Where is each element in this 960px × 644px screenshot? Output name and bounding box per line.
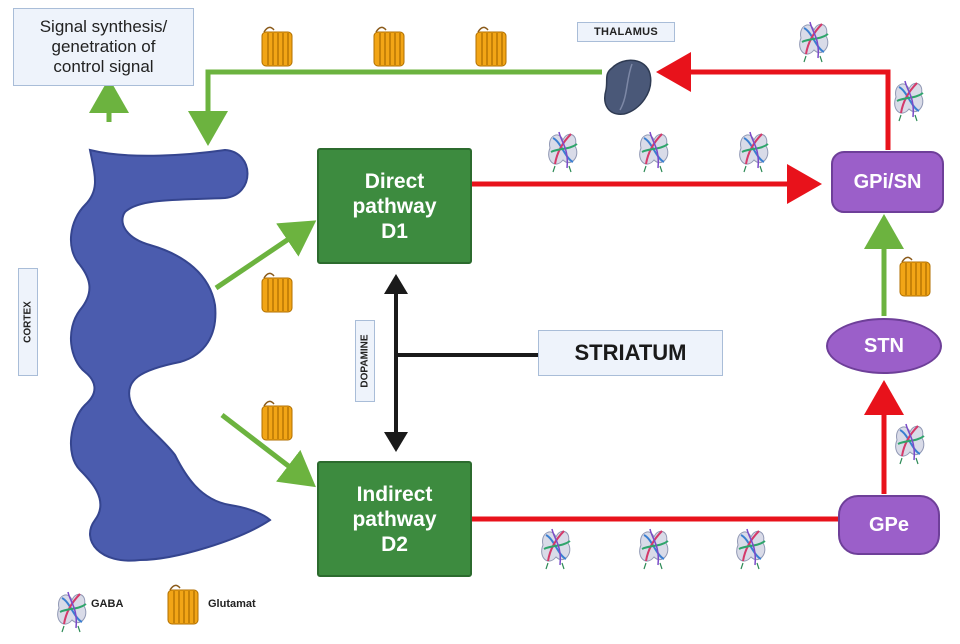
thalamus-shape	[604, 59, 652, 115]
signal-synthesis-label: Signal synthesis/ genetration of control…	[13, 8, 194, 86]
arrow-thalamus-to-cortex	[188, 69, 602, 146]
arrow-cortex-to-indirect	[220, 413, 316, 488]
cortex-label-text: CORTEX	[22, 301, 34, 343]
direct-pathway-box: Direct pathway D1	[317, 148, 472, 264]
indirect-pathway-line2: pathway	[352, 507, 437, 531]
legend-glutamat-label: Glutamat	[208, 598, 256, 610]
thalamus-label: THALAMUS	[577, 22, 675, 42]
indirect-pathway-line1: Indirect	[356, 482, 433, 506]
glutamate-receptor-icon	[373, 26, 405, 67]
gaba-receptor-icon	[798, 21, 829, 63]
gpe-node: GPe	[838, 495, 940, 555]
glutamate-receptor-icon	[261, 400, 293, 441]
gaba-receptor-icon	[894, 423, 925, 465]
stn-node: STN	[826, 318, 942, 374]
gaba-receptor-icon	[738, 131, 769, 173]
glutamate-receptor-icon	[475, 26, 507, 67]
striatum-label: STRIATUM	[538, 330, 723, 376]
dopamine-label-text: DOPAMINE	[359, 334, 371, 388]
direct-pathway-line3: D1	[381, 219, 408, 243]
gaba-receptor-icon	[893, 80, 924, 122]
legend-gaba-label: GABA	[91, 598, 124, 610]
cortex-label: CORTEX	[18, 268, 38, 376]
gaba-receptor-icon	[735, 528, 766, 570]
gaba-receptor-icon	[547, 131, 578, 173]
direct-pathway-line1: Direct	[364, 169, 425, 193]
gaba-receptor-icon	[638, 528, 669, 570]
gaba-receptor-legend-icon	[56, 591, 87, 633]
dopamine-label: DOPAMINE	[355, 320, 375, 402]
glutamate-receptor-icon	[261, 272, 293, 313]
glutamate-receptor-legend-icon	[167, 584, 199, 625]
arrow-gpi-to-thalamus	[656, 52, 891, 150]
direct-pathway-line2: pathway	[352, 194, 437, 218]
gaba-receptor-icon	[638, 131, 669, 173]
indirect-pathway-box: Indirect pathway D2	[317, 461, 472, 577]
gpi-sn-node: GPi/SN	[831, 151, 944, 213]
glutamate-receptor-icon	[899, 256, 931, 297]
gaba-receptor-icon	[540, 528, 571, 570]
indirect-pathway-line3: D2	[381, 532, 408, 556]
cortex-shape	[69, 148, 272, 562]
glutamate-receptor-icon	[261, 26, 293, 67]
arrow-cortex-to-direct	[214, 220, 317, 291]
